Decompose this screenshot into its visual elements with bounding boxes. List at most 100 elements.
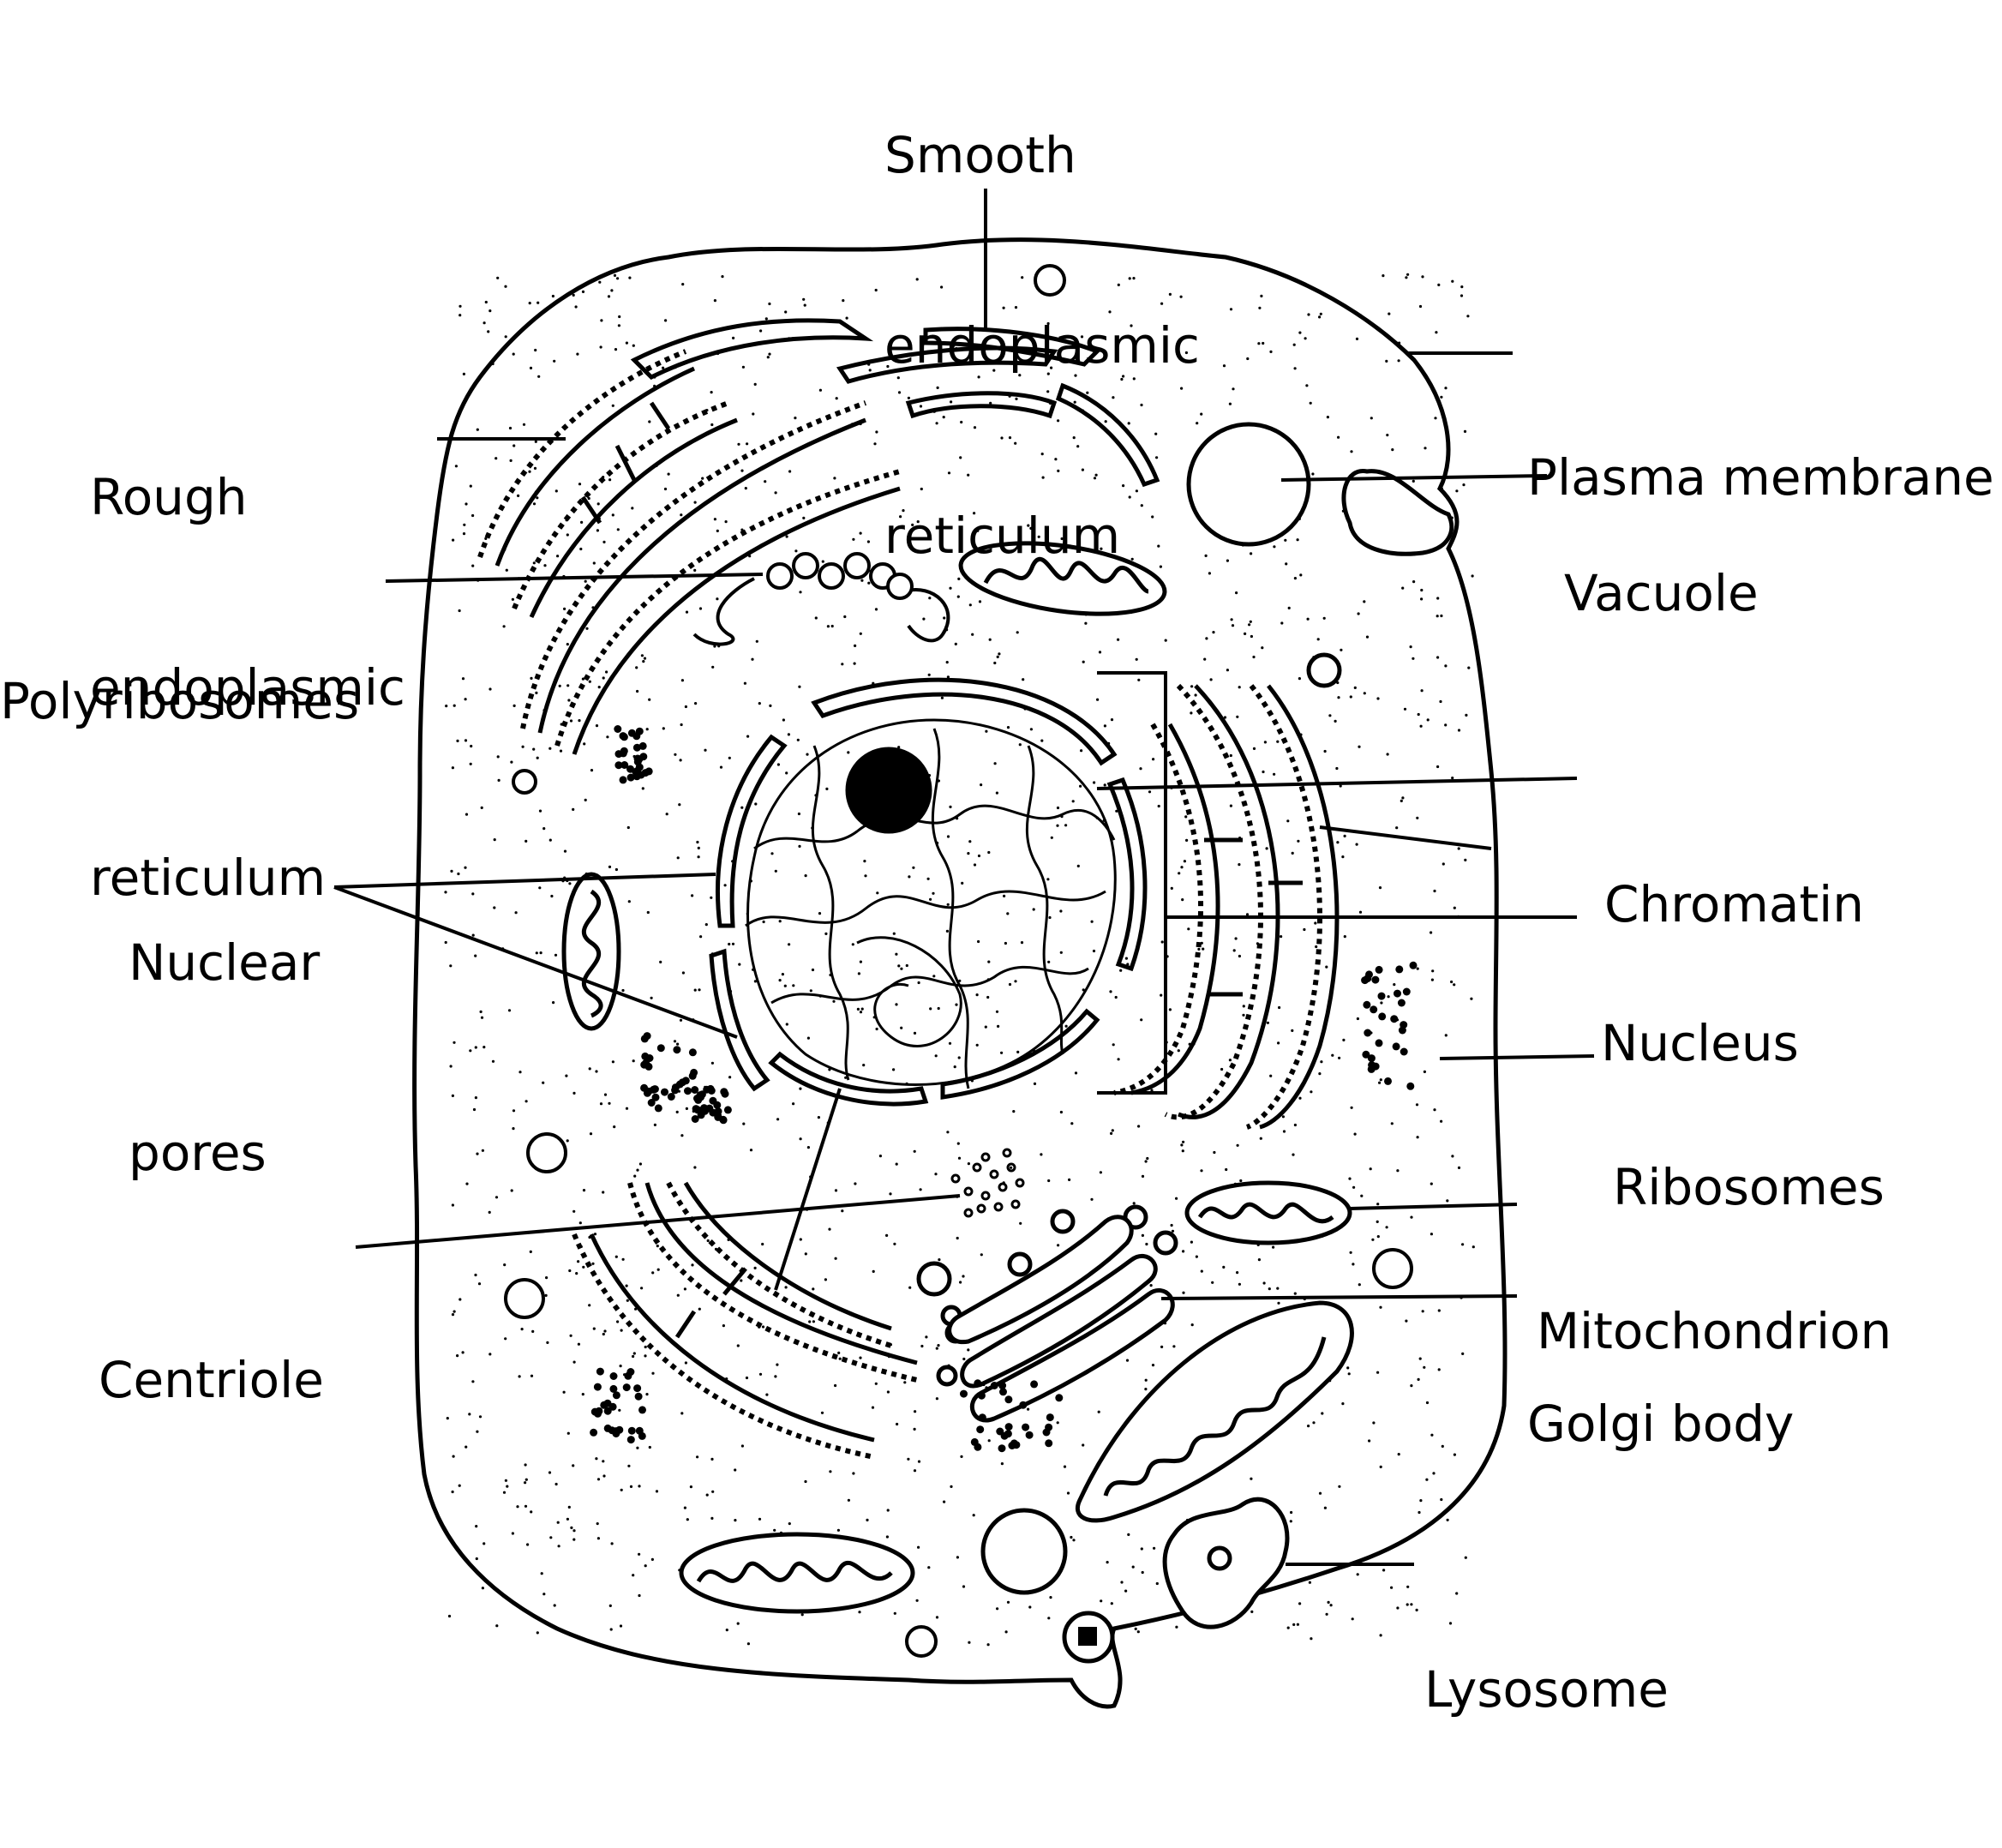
stipple-dot [529, 366, 533, 369]
stipple-dot [1386, 434, 1389, 437]
stipple-dot [919, 405, 923, 408]
stipple-dot [534, 348, 537, 352]
stipple-dot [863, 860, 866, 863]
stipple-dot [512, 1127, 515, 1131]
stipple-dot [644, 1354, 647, 1358]
ribosome-dot [693, 1106, 702, 1114]
stipple-dot [1450, 980, 1454, 984]
stipple-dot [577, 1342, 581, 1346]
stipple-dot [945, 929, 949, 933]
stipple-dot [1341, 855, 1345, 859]
stipple-dot [461, 677, 465, 681]
stipple-dot [1347, 1372, 1351, 1376]
stipple-dot [820, 1411, 824, 1414]
stipple-dot [1000, 436, 1004, 440]
stipple-dot [530, 676, 533, 681]
stipple-dot [572, 1209, 576, 1213]
stipple-dot [1197, 947, 1201, 951]
stipple-dot [698, 988, 701, 992]
stipple-dot [1282, 1130, 1286, 1133]
stipple-dot [1076, 445, 1080, 448]
stipple-dot [1032, 908, 1035, 911]
stipple-dot [1286, 1626, 1290, 1629]
stipple-dot [1056, 1421, 1059, 1425]
stipple-dot [1258, 306, 1262, 309]
stipple-dot [1081, 468, 1084, 471]
stipple-dot [474, 1096, 478, 1100]
stipple-dot [1363, 692, 1366, 695]
stipple-dot [1433, 1108, 1436, 1112]
leader-er-gap [1319, 825, 1492, 850]
stipple-dot [511, 597, 515, 601]
stipple-dot [1180, 387, 1184, 390]
stipple-dot [1417, 712, 1420, 717]
stipple-dot [1296, 1623, 1299, 1626]
ribosome-dot [620, 761, 629, 769]
ribosome-dot [619, 749, 627, 758]
label-lysosome: Lysosome [1424, 1660, 1669, 1719]
ribosome-dot [635, 755, 644, 764]
stipple-dot [1004, 1630, 1008, 1634]
stipple-dot [1343, 834, 1346, 838]
stipple-dot [493, 906, 496, 909]
stipple-dot [698, 607, 703, 610]
stipple-dot [556, 1521, 560, 1524]
stipple-dot [806, 1036, 811, 1040]
stipple-dot [1418, 304, 1423, 309]
stipple-dot [474, 954, 477, 957]
stipple-dot [1379, 1305, 1382, 1309]
stipple-dot [1470, 997, 1473, 1000]
label-smooth-er: Smooth endoplasmic reticulum [884, 126, 1200, 565]
stipple-dot [446, 1417, 449, 1420]
stipple-dot [1257, 342, 1261, 345]
stipple-dot [1190, 711, 1193, 715]
stipple-dot [1014, 980, 1017, 983]
stipple-dot [934, 1054, 938, 1058]
stipple-dot [796, 738, 800, 741]
stipple-dot [464, 866, 467, 869]
stipple-dot [1259, 1137, 1262, 1140]
stipple-dot [1074, 374, 1077, 377]
stipple-dot [1183, 860, 1186, 863]
stipple-dot [1128, 495, 1131, 499]
stipple-dot [471, 564, 475, 567]
stipple-dot [614, 1255, 618, 1258]
stipple-dot [1356, 1573, 1359, 1576]
stipple-dot [1316, 638, 1320, 641]
ribosome-dot [1046, 1413, 1054, 1422]
stipple-dot [1093, 781, 1096, 784]
stipple-dot [746, 1642, 751, 1646]
stipple-dot [566, 533, 569, 537]
stipple-dot [451, 766, 455, 770]
stipple-dot [1462, 483, 1466, 487]
stipple-dot [907, 396, 910, 399]
stipple-dot [912, 866, 915, 869]
stipple-dot [1104, 420, 1107, 423]
stipple-dot [1292, 1623, 1296, 1626]
stipple-dot [458, 1484, 461, 1487]
stipple-dot [643, 657, 647, 660]
ribosome-dot [627, 1426, 636, 1435]
stipple-dot [1239, 1179, 1243, 1183]
stipple-dot [932, 891, 935, 895]
stipple-dot [678, 803, 681, 807]
stipple-dot [1293, 367, 1297, 370]
stipple-dot [665, 813, 668, 816]
stipple-dot [1212, 631, 1215, 634]
stipple-dot [947, 471, 951, 475]
stipple-dot [1262, 341, 1265, 345]
ribosome-dot [635, 1426, 644, 1435]
stipple-dot [940, 696, 944, 699]
stipple-dot [1352, 1263, 1355, 1266]
stipple-dot [1144, 1160, 1148, 1163]
stipple-dot [592, 561, 596, 565]
stipple-dot [774, 869, 777, 873]
stipple-dot [1400, 799, 1403, 803]
stipple-dot [1122, 484, 1125, 488]
stipple-dot [1410, 1384, 1413, 1388]
stipple-dot [852, 1472, 855, 1475]
stipple-dot [1323, 749, 1327, 753]
stipple-dot [940, 285, 944, 289]
stipple-dot [1112, 1043, 1115, 1047]
stipple-dot [1140, 403, 1143, 407]
